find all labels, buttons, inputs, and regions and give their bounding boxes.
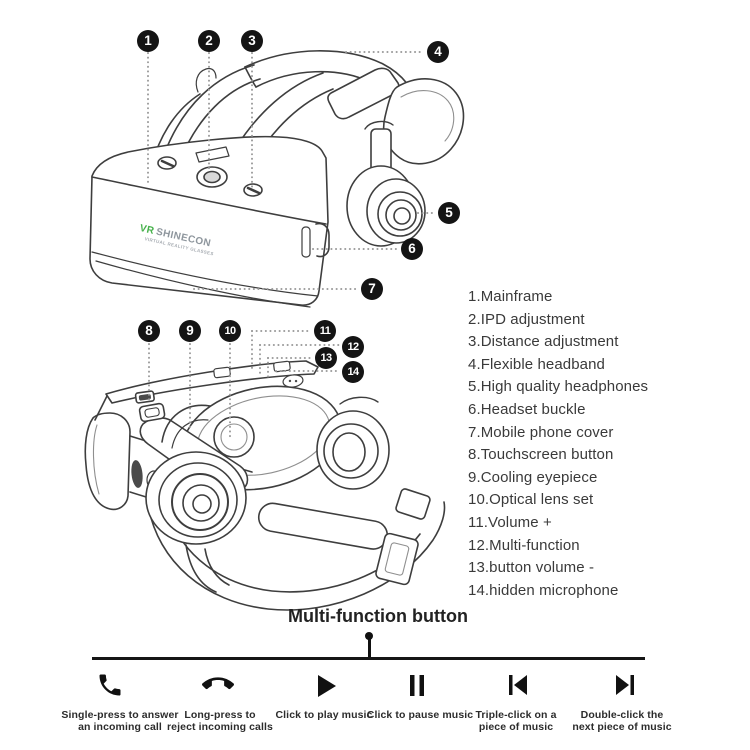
caption-next-track: Double-click the next piece of music	[572, 709, 672, 733]
part-item: 7.Mobile phone cover	[468, 423, 614, 441]
part-item: 2.IPD adjustment	[468, 310, 585, 328]
part-item: 12.Multi-function	[468, 536, 580, 554]
callout-1: 1	[137, 30, 159, 52]
answer-call-icon	[99, 674, 121, 696]
callout-14: 14	[342, 361, 364, 383]
part-item: 6.Headset buckle	[468, 400, 586, 418]
part-item: 1.Mainframe	[468, 288, 553, 305]
callout-9: 9	[179, 320, 201, 342]
timeline-bar	[92, 657, 645, 661]
part-item: 3.Distance adjustment	[468, 333, 619, 351]
part-item: 9.Cooling eyepiece	[468, 468, 598, 486]
caption-hangup-call: Long-press to reject incoming calls	[167, 709, 273, 733]
callout-4: 4	[427, 41, 449, 63]
play-icon	[318, 675, 336, 697]
part-item: 13.button volume -	[468, 559, 595, 577]
caption-previous-track: Triple-click on a piece of music	[475, 709, 557, 733]
previous-track-icon	[509, 675, 527, 695]
headset-illustrations	[84, 50, 465, 611]
part-item: 11.Volume +	[468, 513, 552, 531]
callout-3: 3	[241, 30, 263, 52]
part-item: 4.Flexible headband	[468, 355, 606, 373]
part-item: 10.Optical lens set	[468, 491, 594, 509]
caption-pause: Click to pause music	[366, 709, 474, 721]
callout-5: 5	[438, 202, 460, 224]
headset-front-illustration	[89, 50, 465, 308]
parts-list: 1.Mainframe 2.IPD adjustment 3.Distance …	[468, 286, 648, 602]
callout-8: 8	[138, 320, 160, 342]
caption-answer-call: Single-press to answer an incoming call	[61, 709, 179, 733]
headset-rear-illustration	[84, 360, 446, 611]
part-item: 8.Touchscreen button	[468, 446, 614, 464]
pause-icon	[410, 675, 424, 696]
callout-7: 7	[361, 278, 383, 300]
callout-12: 12	[342, 336, 364, 358]
part-item: 14.hidden microphone	[468, 581, 619, 599]
callout-2: 2	[198, 30, 220, 52]
callout-11: 11	[314, 320, 336, 342]
callout-10: 10	[219, 320, 241, 342]
hangup-call-icon	[202, 677, 234, 690]
callout-13: 13	[315, 347, 337, 369]
multifunction-title: Multi-function button	[288, 606, 468, 626]
part-item: 5.High quality headphones	[468, 378, 649, 396]
caption-play: Click to play music	[275, 709, 373, 721]
pointer-dot	[365, 632, 373, 640]
callout-leader-lines	[147, 51, 436, 441]
next-track-icon	[616, 675, 634, 695]
pointer-stem	[368, 639, 371, 658]
callout-6: 6	[401, 238, 423, 260]
